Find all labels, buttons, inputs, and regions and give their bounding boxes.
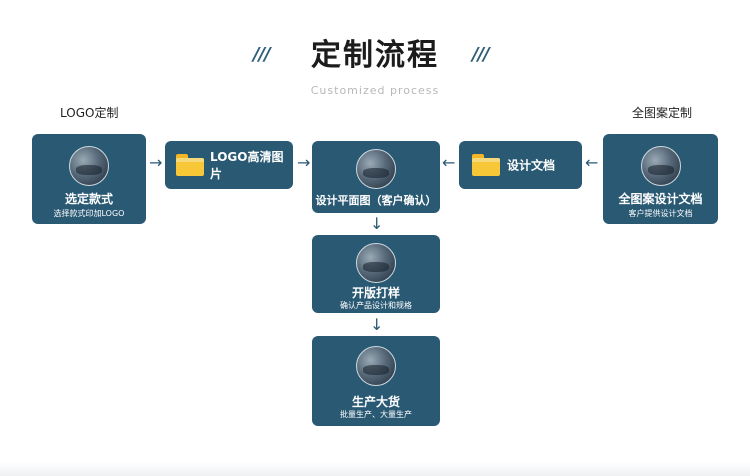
step-select-style-label: 选定款式 xyxy=(64,192,113,206)
step-production-photo xyxy=(356,346,396,386)
arrow-down-icon: ↓ xyxy=(370,315,384,334)
bottom-strip xyxy=(0,462,750,476)
arrow-down-icon: ↓ xyxy=(370,214,384,233)
step-design-doc-label: 设计文档 xyxy=(507,158,556,173)
step-production-label: 生产大货 xyxy=(351,395,400,409)
step-logo-image: LOGO高清图片 xyxy=(165,141,293,189)
step-production: 生产大货 批量生产、大量生产 xyxy=(312,336,440,426)
step-sample-photo xyxy=(356,243,396,283)
logo-custom-label: LOGO定制 xyxy=(60,106,119,120)
arrow-left-icon: ← xyxy=(585,153,599,172)
step-sample-sub: 确认产品设计和规格 xyxy=(340,301,412,310)
step-select-style: 选定款式 选择款式印加LOGO xyxy=(32,134,146,224)
step-full-pattern-label: 全图案设计文档 xyxy=(618,192,703,206)
arrow-left-icon: ← xyxy=(442,153,456,172)
step-full-pattern: 全图案设计文档 客户提供设计文档 xyxy=(603,134,718,224)
page-subtitle: Customized process xyxy=(310,84,440,97)
step-full-pattern-photo xyxy=(640,146,681,186)
page-title: 定制流程 xyxy=(311,38,439,73)
arrow-right-icon: → xyxy=(149,153,163,172)
step-design-doc: 设计文档 xyxy=(459,141,582,189)
step-design-plan-label: 设计平面图（客户确认） xyxy=(315,194,437,207)
step-logo-image-label: LOGO高清图片 xyxy=(210,150,284,181)
step-design-plan-photo xyxy=(356,149,396,189)
title-deco-right: /// xyxy=(472,44,490,65)
step-production-sub: 批量生产、大量生产 xyxy=(340,410,412,419)
title-deco-left: /// xyxy=(253,44,271,65)
step-design-plan: 设计平面图（客户确认） xyxy=(312,141,440,213)
step-sample-label: 开版打样 xyxy=(351,286,400,300)
full-pattern-label: 全图案定制 xyxy=(632,106,693,120)
step-select-style-sub: 选择款式印加LOGO xyxy=(53,209,125,218)
step-sample: 开版打样 确认产品设计和规格 xyxy=(312,235,440,313)
step-select-style-photo xyxy=(69,146,109,186)
folder-icon xyxy=(176,154,204,176)
title-wrap: 定制流程 xyxy=(0,30,750,74)
folder-icon xyxy=(472,154,500,176)
step-full-pattern-sub: 客户提供设计文档 xyxy=(628,209,693,218)
arrow-right-icon: → xyxy=(297,153,311,172)
